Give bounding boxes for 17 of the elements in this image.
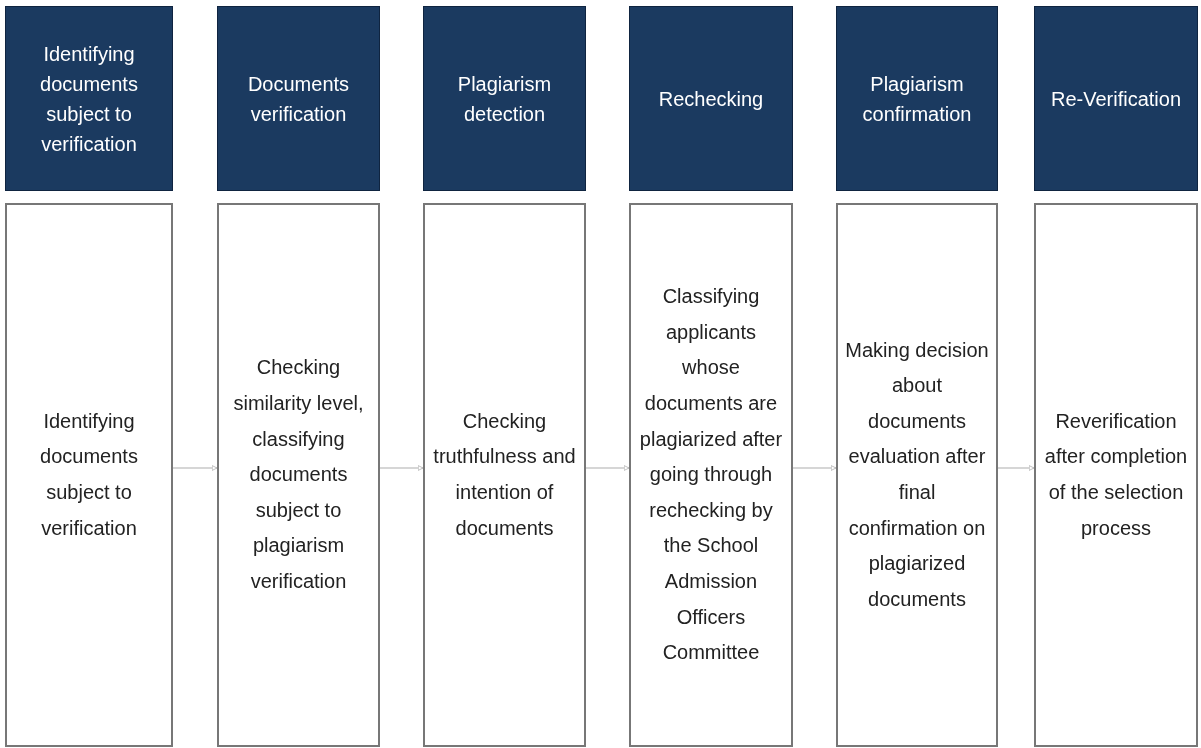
step-description-box: Classifying applicants whose documents are plagiarized after going through rechecking by the School Admission Officers Committee (629, 203, 793, 747)
step-header-box: Re-Verification (1034, 6, 1198, 191)
arrow (585, 465, 630, 471)
step-header-box: Rechecking (629, 6, 793, 191)
step-description-box: Checking similarity level, classifying documents subject to plagiarism verification (217, 203, 380, 747)
step-description-box: Checking truthfulness and intention of documents (423, 203, 586, 747)
step-description-box: Reverification after completion of the selection process (1034, 203, 1198, 747)
step-description-box: Making decision about documents evaluation after final confirmation on plagiarized documents (836, 203, 998, 747)
step-description-box: Identifying documents subject to verification (5, 203, 173, 747)
step-header-box: Documents verification (217, 6, 380, 191)
arrow (792, 465, 837, 471)
step-header-box: Identifying documents subject to verification (5, 6, 173, 191)
step-header-box: Plagiarism detection (423, 6, 586, 191)
arrow (172, 465, 218, 471)
step-header-box: Plagiarism confirmation (836, 6, 998, 191)
arrow (997, 465, 1035, 471)
arrow (379, 465, 424, 471)
